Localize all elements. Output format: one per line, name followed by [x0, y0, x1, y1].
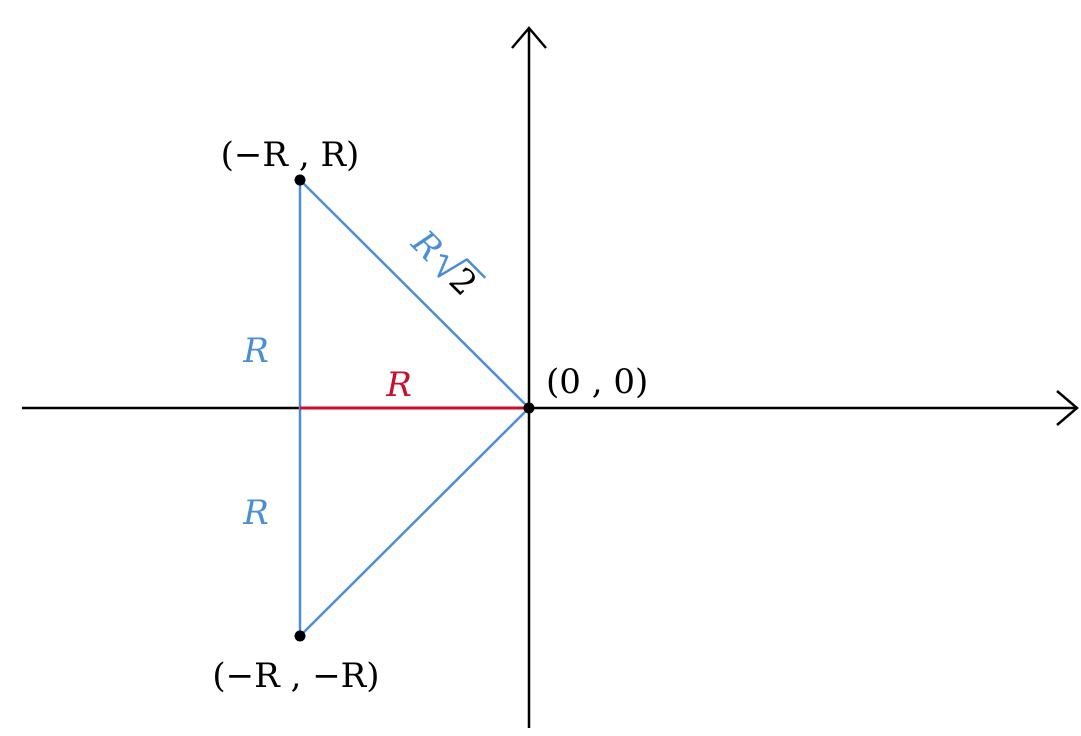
x-axis-arrowhead — [1056, 390, 1079, 426]
label-side-lower: R — [242, 493, 269, 533]
label-point-top: (−R , R) — [221, 135, 360, 175]
label-hypotenuse-radicand: 2 — [441, 260, 485, 304]
label-side-upper: R — [242, 331, 269, 371]
label-origin: (0 , 0) — [546, 362, 648, 402]
point-top — [294, 174, 306, 186]
label-point-bottom: (−R , −R) — [212, 656, 379, 696]
hypotenuse-lower — [299, 407, 530, 637]
label-radius: R — [385, 365, 412, 405]
sqrt-symbol — [437, 253, 487, 279]
y-axis-arrowhead — [511, 26, 547, 49]
label-hypotenuse-coef: R — [403, 222, 450, 269]
point-bottom — [294, 630, 306, 642]
hypotenuse-upper — [299, 179, 530, 409]
point-origin — [523, 402, 535, 414]
